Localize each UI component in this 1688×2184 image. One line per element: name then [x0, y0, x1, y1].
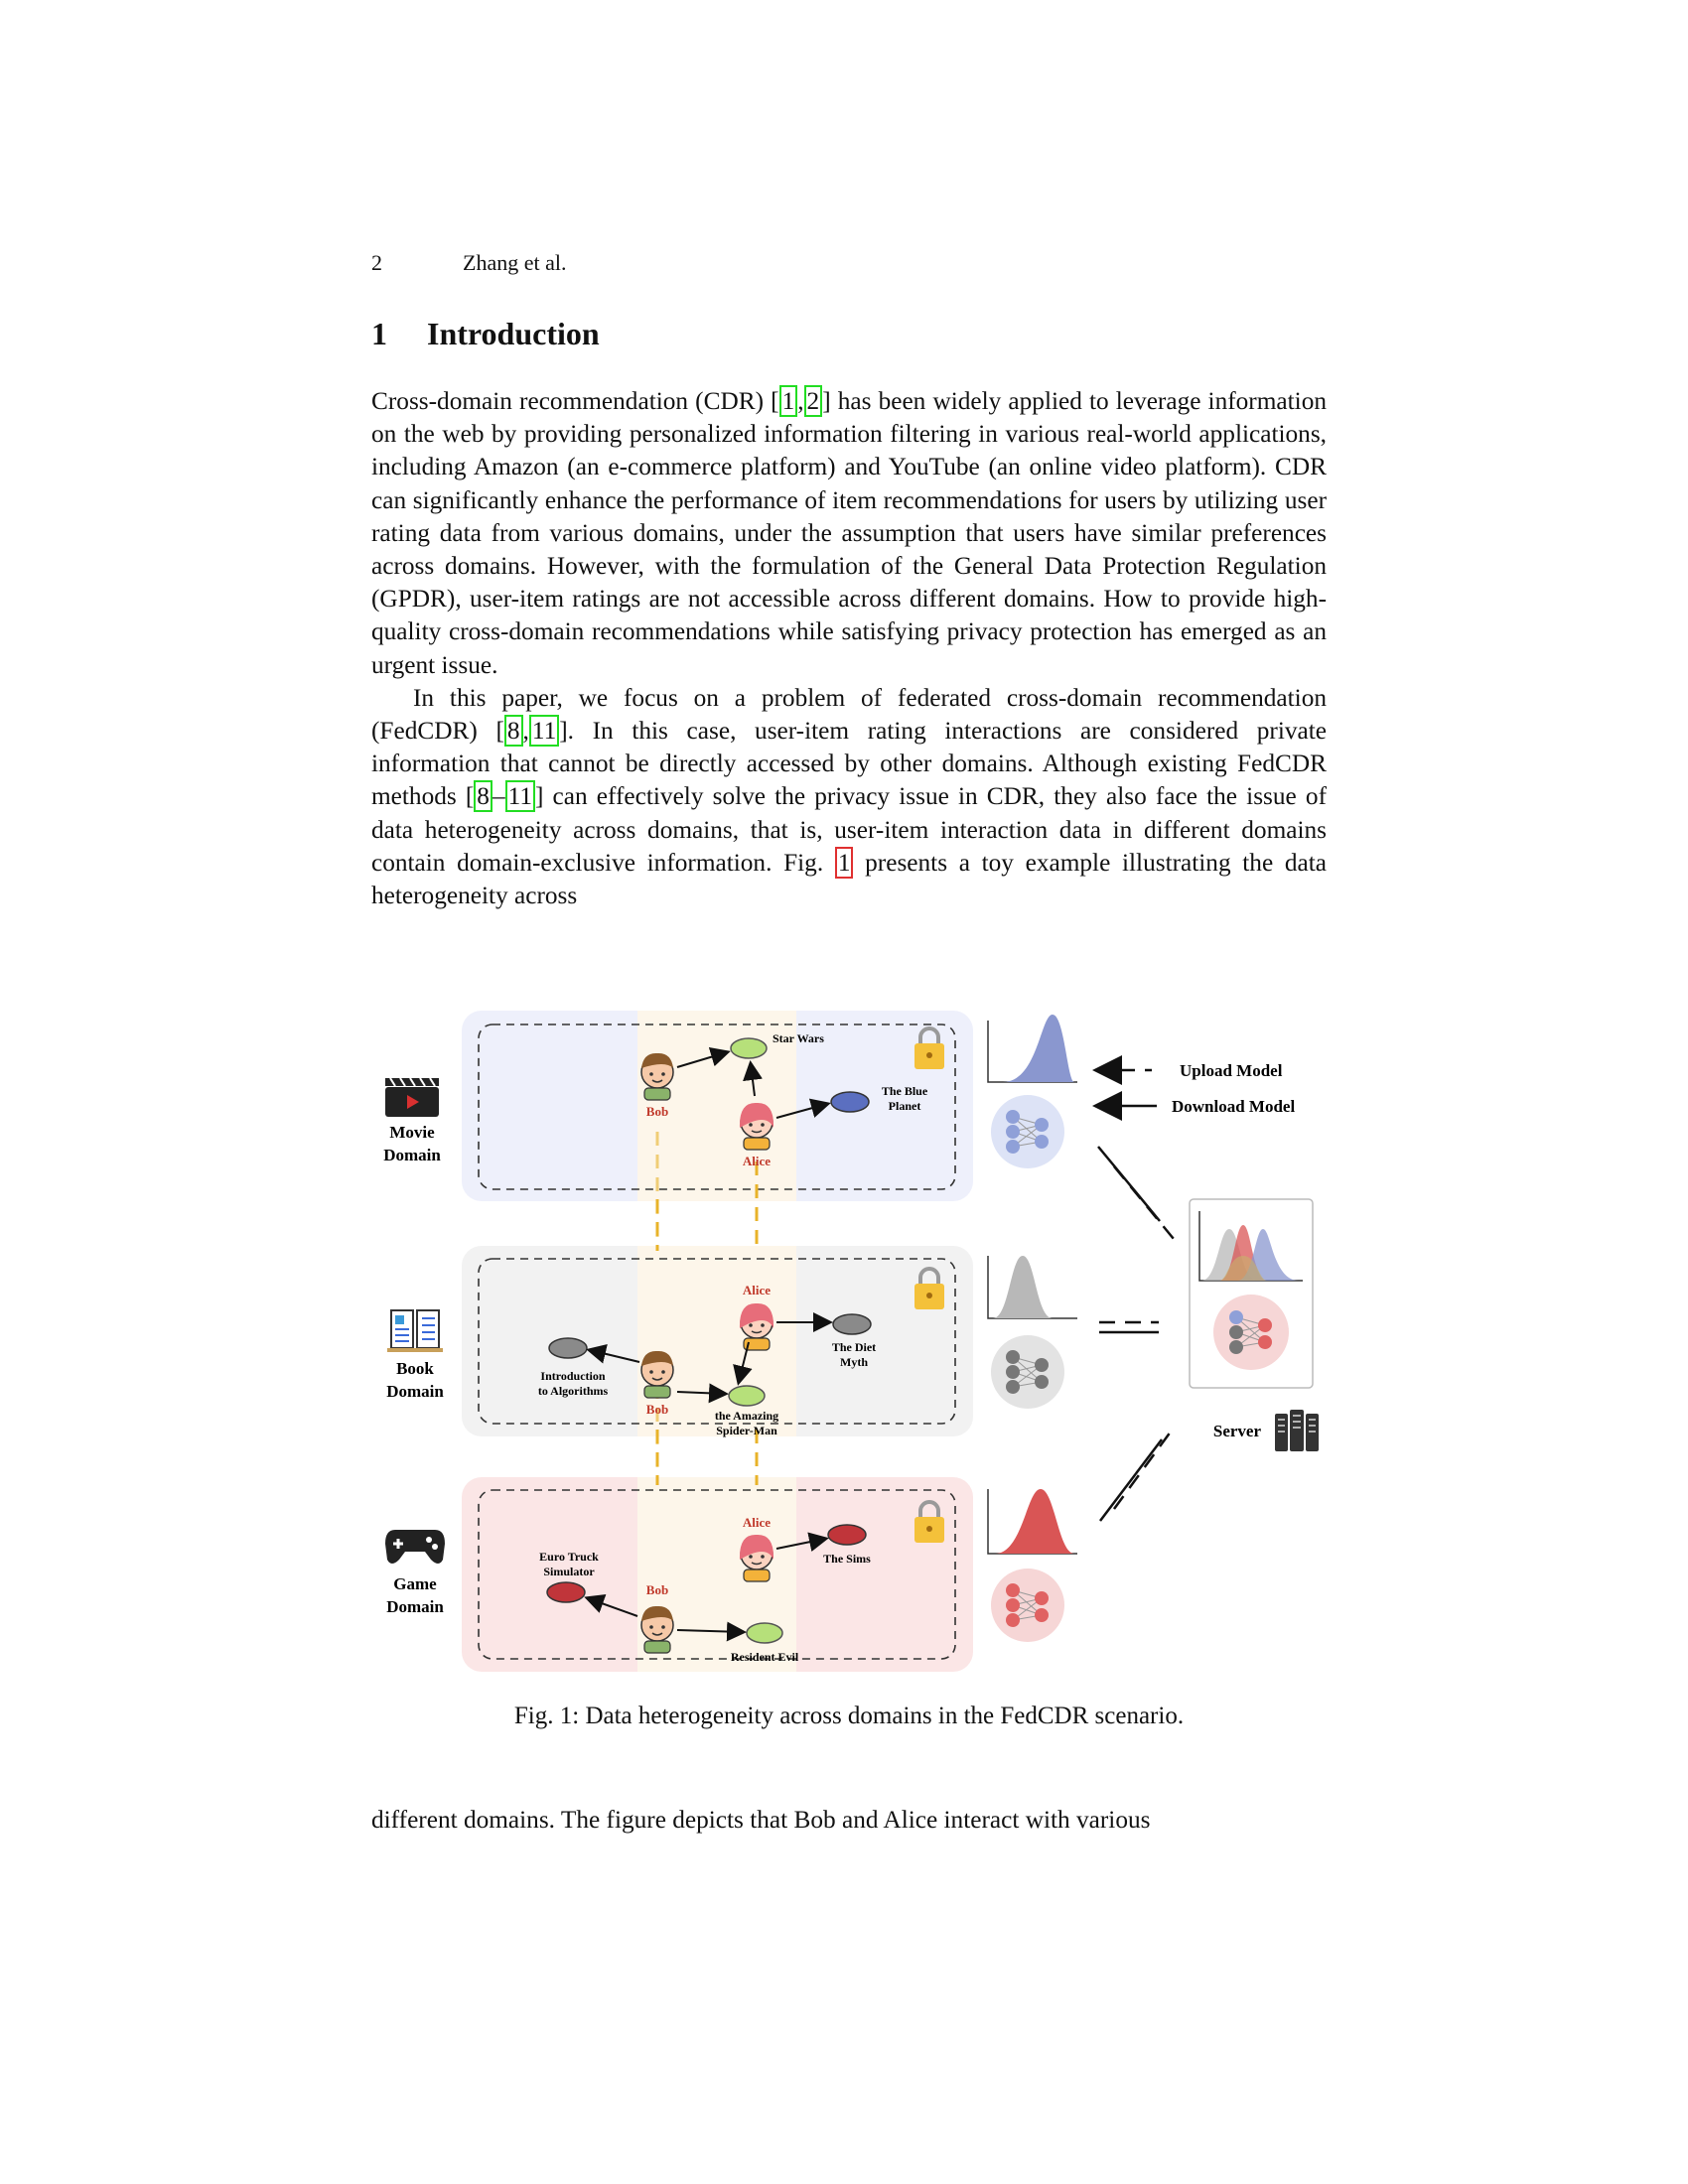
paragraph-1-text: , — [797, 387, 804, 415]
paragraph-2-text: , — [522, 717, 529, 746]
bob-label: Bob — [646, 1582, 668, 1597]
legend-download-label: Download Model — [1172, 1097, 1295, 1116]
legend-upload-label: Upload Model — [1180, 1061, 1283, 1080]
item-label: Euro Truck — [539, 1550, 599, 1564]
lock-icon — [914, 1026, 944, 1069]
distribution-curve — [993, 1256, 1053, 1318]
server-icon — [1275, 1410, 1319, 1451]
item-label: The Sims — [823, 1552, 871, 1566]
item-label: The Diet — [832, 1340, 876, 1354]
item-node — [728, 1385, 766, 1407]
book-domain-label: Book Domain — [386, 1309, 444, 1401]
item-label: Planet — [889, 1099, 921, 1113]
lock-icon — [914, 1267, 944, 1309]
alice-avatar — [739, 1102, 774, 1151]
book-icon — [387, 1309, 443, 1352]
movie-domain-label: Movie Domain — [383, 1077, 441, 1164]
item-label: to Algorithms — [538, 1384, 609, 1398]
paragraph-1-text: Cross-domain recommendation (CDR) [ — [371, 387, 779, 415]
item-node — [830, 1091, 870, 1113]
book-domain-region — [462, 1246, 973, 1436]
section-title: 1 Introduction — [371, 316, 600, 352]
alice-label: Alice — [743, 1154, 771, 1168]
server-model — [1189, 1198, 1314, 1389]
book-domain-name: Domain — [386, 1382, 444, 1401]
movie-domain-region — [462, 1011, 973, 1201]
clapperboard-icon — [385, 1077, 439, 1117]
item-label: Star Wars — [773, 1031, 824, 1045]
running-head-authors: Zhang et al. — [463, 250, 567, 275]
bob-avatar — [640, 1350, 674, 1399]
alice-label: Alice — [743, 1283, 771, 1297]
bob-label: Bob — [646, 1104, 668, 1119]
gamepad-icon — [385, 1530, 445, 1564]
page-number: 2 — [371, 250, 382, 275]
section-title-text: Introduction — [427, 316, 600, 351]
bob-label: Bob — [646, 1402, 668, 1417]
item-node — [746, 1622, 783, 1644]
item-node — [730, 1037, 768, 1059]
game-domain-region — [462, 1477, 973, 1672]
item-label: Introduction — [540, 1369, 605, 1383]
bob-avatar — [640, 1605, 674, 1654]
section-number: 1 — [371, 316, 387, 351]
paragraph-2-text: In this paper, we focus on a problem of … — [371, 683, 1327, 746]
movie-local-model — [987, 1015, 1077, 1168]
item-label: Spider-Man — [716, 1424, 777, 1437]
figure-caption: Fig. 1: Data heterogeneity across domain… — [513, 1703, 1185, 1729]
item-node — [548, 1337, 588, 1359]
book-domain-name: Book — [396, 1359, 434, 1378]
body-text: Cross-domain recommendation (CDR) [1,2] … — [371, 385, 1327, 912]
paragraph-2-text: – — [492, 782, 505, 811]
paragraph-2-text: presents a toy example illustrating the … — [371, 848, 1327, 910]
legend: Upload Model Download Model — [1092, 1055, 1295, 1121]
paragraph-2-text: ]. In this case, user-item rating intera… — [371, 717, 1328, 811]
citation-link[interactable]: 8 — [474, 780, 492, 813]
item-node — [827, 1524, 867, 1546]
book-local-model — [987, 1256, 1077, 1409]
citation-link[interactable]: 1 — [778, 385, 798, 417]
citation-link[interactable]: 11 — [528, 715, 560, 748]
running-head: 2 Zhang et al. — [371, 250, 566, 276]
item-label: Resident Evil — [731, 1650, 799, 1664]
item-node — [832, 1313, 872, 1335]
item-label: Myth — [840, 1355, 868, 1369]
lock-icon — [914, 1500, 944, 1543]
paragraph-continuation: different domains. The figure depicts th… — [371, 1806, 1151, 1834]
paragraph-1: Cross-domain recommendation (CDR) [1,2] … — [371, 385, 1327, 682]
server-label: Server — [1213, 1422, 1262, 1440]
game-domain-label: Game Domain — [385, 1530, 445, 1616]
movie-domain-name: Movie — [389, 1123, 435, 1142]
item-node — [546, 1581, 586, 1603]
citation-link[interactable]: 8 — [503, 715, 523, 748]
alice-avatar — [739, 1302, 774, 1351]
alice-avatar — [739, 1534, 774, 1582]
movie-domain-name: Domain — [383, 1146, 441, 1164]
figure-ref-link[interactable]: 1 — [834, 846, 854, 879]
item-label: the Amazing — [715, 1409, 778, 1423]
game-domain-name: Game — [393, 1574, 437, 1593]
citation-link[interactable]: 11 — [504, 780, 535, 813]
communication-lines — [1097, 1146, 1176, 1522]
game-domain-name: Domain — [386, 1597, 444, 1616]
bob-avatar — [640, 1052, 674, 1101]
game-local-model — [987, 1489, 1077, 1642]
item-label: Simulator — [543, 1565, 595, 1578]
item-label: The Blue — [882, 1084, 928, 1098]
citation-link[interactable]: 2 — [803, 385, 823, 417]
paragraph-2: In this paper, we focus on a problem of … — [371, 682, 1327, 912]
alice-label: Alice — [743, 1515, 771, 1530]
paragraph-2-text: ] can effectively solve the privacy issu… — [371, 782, 1327, 877]
distribution-curve — [1003, 1015, 1074, 1082]
figure-body: Movie Domain Book Domain Game Domain Bob — [383, 1011, 1319, 1672]
paragraph-1-text: ] has been widely applied to leverage in… — [371, 387, 1327, 679]
distribution-curve — [995, 1489, 1074, 1554]
